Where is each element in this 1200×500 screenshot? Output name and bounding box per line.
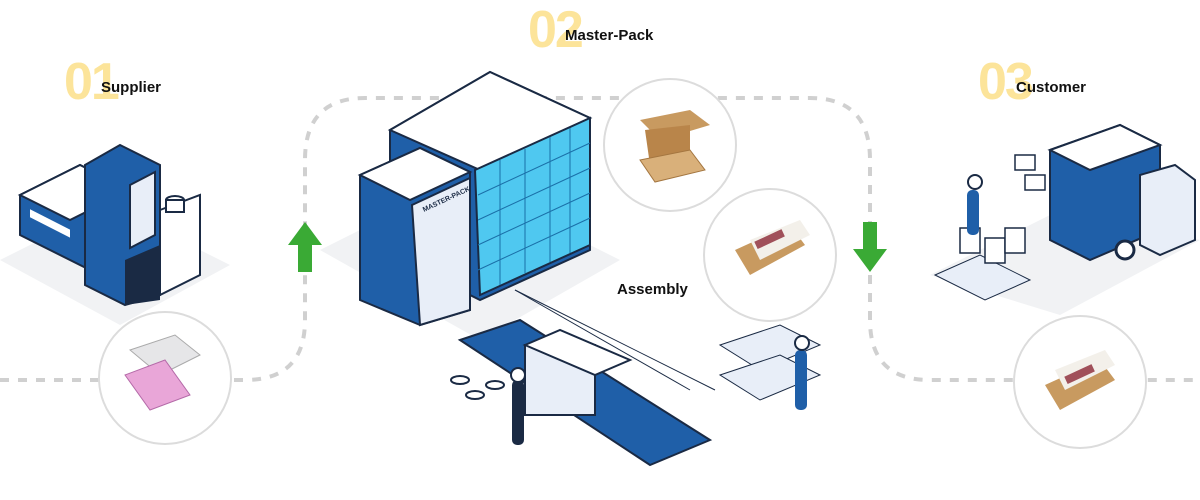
- conveyor-line: [450, 289, 716, 467]
- assembly-label: Assembly: [617, 281, 688, 298]
- customer-box-circle: [1013, 315, 1147, 449]
- supplier-parts-circle: [98, 311, 232, 445]
- assembly-shelves: [718, 324, 822, 410]
- assembly-box-circle: [703, 188, 837, 322]
- customer-truck: [930, 123, 1200, 315]
- step-number: 01: [64, 53, 120, 111]
- masterpack-box-circle: [603, 78, 737, 212]
- step-number: 02: [528, 1, 584, 59]
- arrow-up-icon: [288, 222, 322, 272]
- arrow-down-icon: [853, 222, 887, 272]
- masterpack-building: MASTER-PACK: [320, 70, 620, 340]
- supplier-building: [0, 143, 230, 325]
- flow-path: [0, 96, 1200, 382]
- step-label: Master-Pack: [565, 27, 654, 44]
- step-number: 03: [978, 53, 1034, 111]
- step-label: Customer: [1016, 79, 1087, 96]
- step-label: Supplier: [101, 79, 162, 96]
